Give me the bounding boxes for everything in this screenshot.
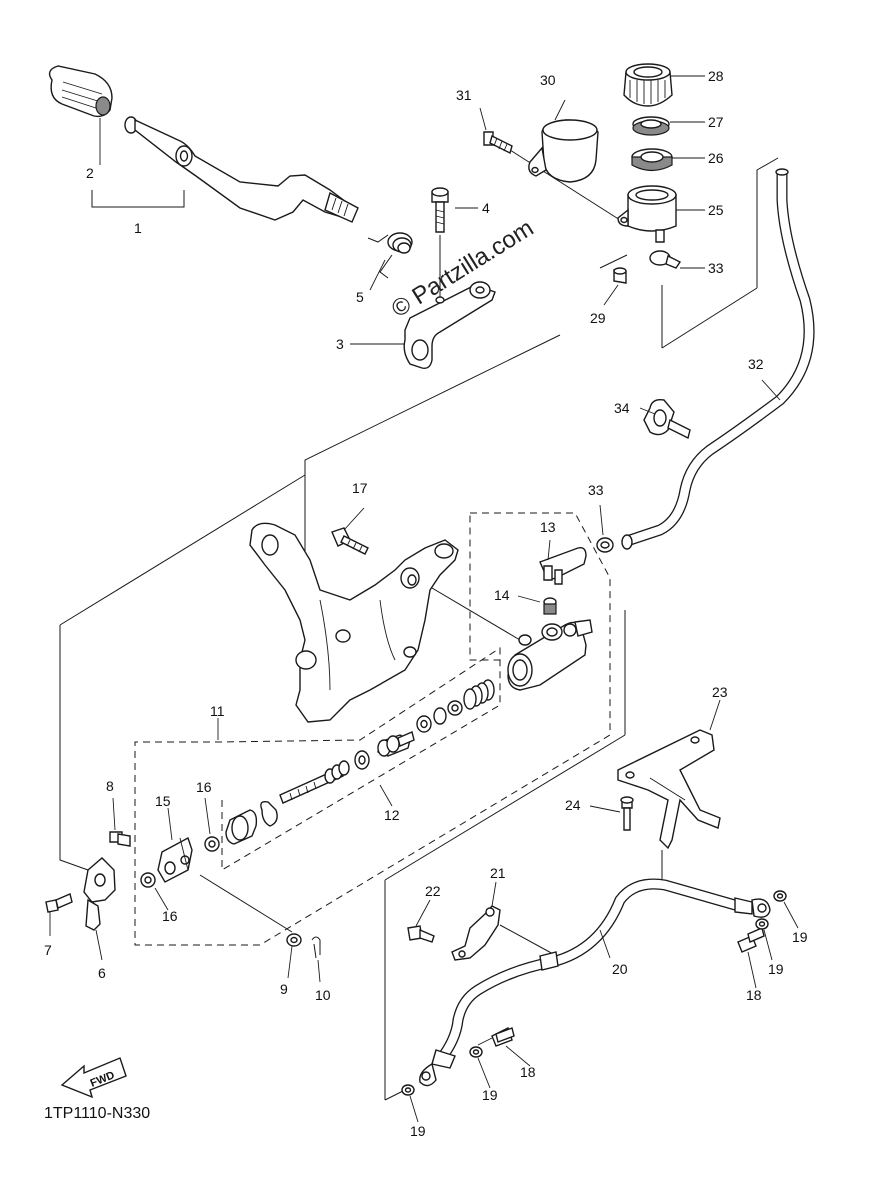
drawing-code: 1TP1110-N330	[44, 1105, 150, 1122]
callout-10: 10	[315, 987, 331, 1003]
clamp-21	[451, 905, 501, 961]
callout-8: 8	[106, 778, 114, 794]
callout-30: 30	[540, 72, 556, 88]
reservoir-hose	[621, 168, 815, 550]
callout-22: 22	[425, 883, 441, 899]
piston-kit-12	[225, 679, 495, 845]
callout-20: 20	[612, 961, 628, 977]
nut-16-upper	[204, 836, 220, 852]
callout-33-top: 33	[708, 260, 724, 276]
callout-18-lower: 18	[520, 1064, 536, 1080]
callout-4: 4	[482, 200, 490, 216]
callout-26: 26	[708, 150, 724, 166]
bolt-7	[45, 893, 73, 913]
bolt-4	[431, 187, 449, 233]
callout-27: 27	[708, 114, 724, 130]
callout-3: 3	[336, 336, 344, 352]
callout-16-upper: 16	[196, 779, 212, 795]
union-bolt-18-upper	[737, 927, 765, 953]
shift-pedal-assembly	[48, 65, 359, 223]
washer-19-b	[755, 918, 769, 930]
footrest-bracket	[249, 522, 459, 723]
pin-8	[109, 831, 131, 847]
callout-11: 11	[210, 703, 225, 719]
brake-hose-20	[419, 878, 771, 1087]
hose-bracket-23	[617, 729, 721, 850]
callout-1: 1	[134, 220, 142, 236]
callout-15: 15	[155, 793, 171, 809]
clevis-15	[157, 836, 193, 883]
cotter-pin-10	[311, 936, 321, 959]
callout-7: 7	[44, 942, 52, 958]
bolt-17	[331, 527, 369, 555]
hose-clamp-33-lower	[596, 537, 614, 553]
leader-lines	[49, 75, 799, 1123]
callout-31: 31	[456, 87, 472, 103]
union-bolt-18-lower	[477, 1027, 515, 1047]
washer-19-d	[401, 1084, 415, 1096]
callout-28: 28	[708, 68, 724, 84]
nut-16-lower	[140, 872, 156, 888]
callout-19-c: 19	[482, 1087, 498, 1103]
bolt-22	[407, 925, 435, 943]
bolt-24	[620, 796, 634, 831]
callout-labels: 1 2 3 4 5 6 7 8 9 10 11 12 13 14 15 16 1…	[44, 68, 808, 1139]
callout-24: 24	[565, 797, 581, 813]
callout-32: 32	[748, 356, 764, 372]
reservoir-assembly	[483, 63, 677, 284]
callout-2: 2	[86, 165, 94, 181]
washer-9	[286, 933, 302, 947]
callout-17: 17	[352, 480, 368, 496]
fwd-arrow-icon: FWD	[60, 1057, 127, 1099]
hose-clamp-33-top	[649, 250, 682, 269]
callout-13: 13	[540, 519, 556, 535]
callout-25: 25	[708, 202, 724, 218]
bracket-6	[83, 857, 116, 931]
callout-19-b: 19	[768, 961, 784, 977]
return-spring	[367, 232, 413, 279]
hose-clamp-34	[643, 398, 691, 440]
callout-14: 14	[494, 587, 510, 603]
callout-19-a: 19	[792, 929, 808, 945]
washer-19-c	[469, 1046, 483, 1058]
callout-21: 21	[490, 865, 506, 881]
master-cylinder	[507, 619, 593, 691]
callout-33-lower: 33	[588, 482, 604, 498]
callout-6: 6	[98, 965, 106, 981]
callout-19-d: 19	[410, 1123, 426, 1139]
callout-5: 5	[356, 289, 364, 305]
elbow-fitting-13	[539, 546, 587, 585]
fitting-14	[543, 597, 557, 615]
callout-12: 12	[384, 807, 400, 823]
callout-23: 23	[712, 684, 728, 700]
pedal-bracket	[403, 281, 496, 370]
callout-18-upper: 18	[746, 987, 762, 1003]
callout-16-lower: 16	[162, 908, 178, 924]
callout-9: 9	[280, 981, 288, 997]
callout-34: 34	[614, 400, 630, 416]
washer-19-a	[773, 890, 787, 902]
callout-29: 29	[590, 310, 606, 326]
